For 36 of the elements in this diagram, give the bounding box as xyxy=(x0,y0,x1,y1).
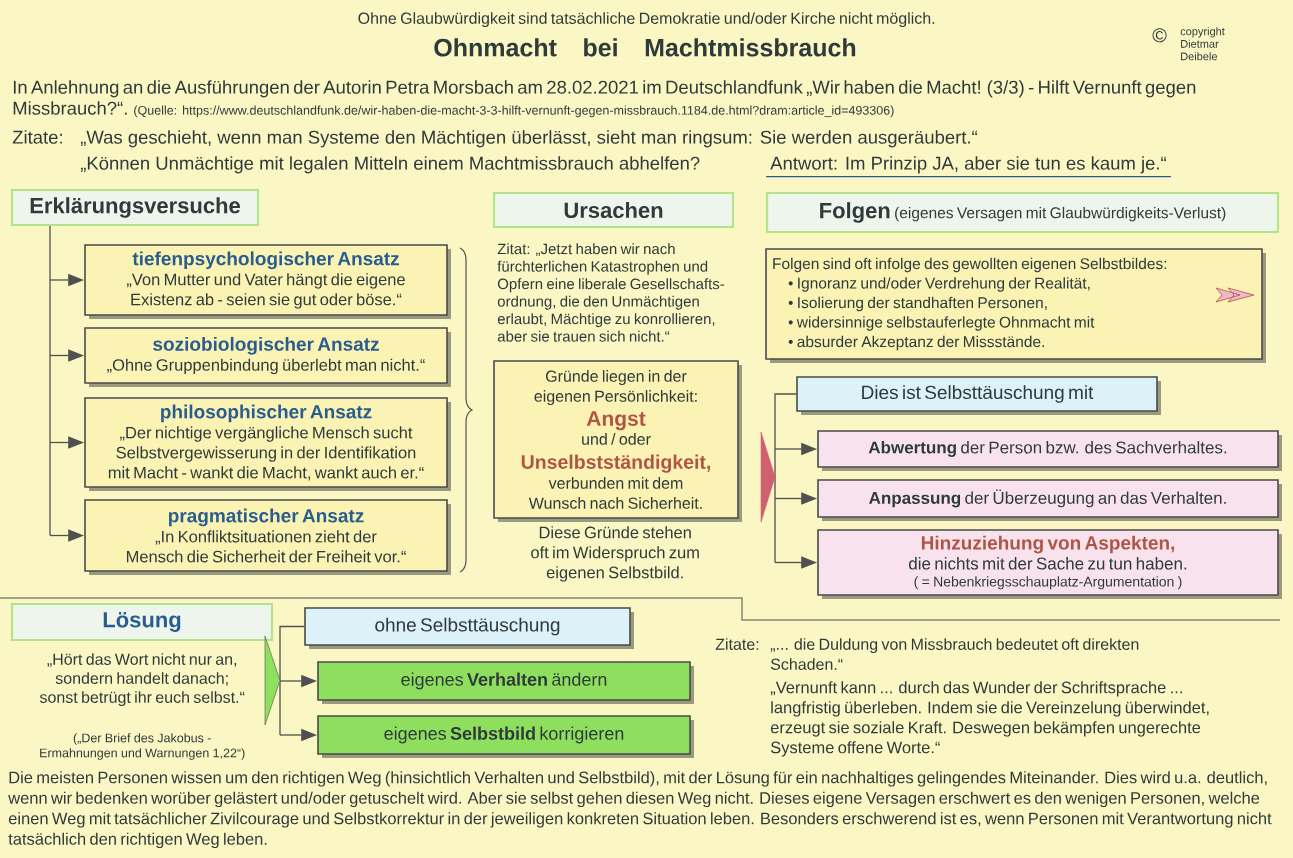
action-box: eigenes Selbstbild korrigieren xyxy=(317,715,694,758)
copyright-symbol: © xyxy=(1152,28,1167,43)
approach-box: pragmatischer Ansatz „In Konfliktsituationen zieht der Mensch die Sicherheit der Freiheit vor.“ xyxy=(84,499,451,575)
quote-label: Zitate: xyxy=(715,638,759,650)
action-box: eigenes Verhalten ändern xyxy=(317,661,694,704)
title: Ohnmacht bei Machtmissbrauch xyxy=(434,38,856,57)
note-text: Diese Gründe stehen oft im Widerspruch zum eigenen Selbstbild. xyxy=(531,526,699,582)
source-text: („Der Brief des Jakobus - Ermahnungen und Warnungen 1,22“) xyxy=(40,733,245,760)
point-box: Anpassung der Überzeugung an das Verhalten. xyxy=(817,479,1282,521)
intro-text: In Anlehnung an die Ausführungen der Autorin Petra Morsbach am 28.02.2021 im Deutschlandfunk „Wir haben die Macht! (3/3) - Hilft Vernunft gegen Missbrauch?“. (Quelle: https://www.deutschlandfunk.de/wir-haben-die-macht-3-3-hilft-vernunft-gegen-missbrauch.1184.de.html?dram:article_id=493306) xyxy=(13,80,1196,118)
statement-box: Dies ist Selbsttäuschung mit xyxy=(796,376,1161,415)
quote: „Was geschieht, wenn man Systeme den Mächtigen überlässt, sieht man ringsum: Sie werden ausgeräubert.“ xyxy=(80,130,978,148)
point-box: Abwertung der Person bzw. des Sachverhaltes. xyxy=(817,430,1282,471)
section-heading: Folgen (eigenes Versagen mit Glaubwürdigkeits-Verlust) xyxy=(765,191,1280,234)
branch-connector xyxy=(760,393,797,564)
quote: „Können Unmächtige mit legalen Mitteln einem Machtmissbrauch abhelfen? xyxy=(80,156,700,174)
quote-label: Zitate: xyxy=(12,130,62,144)
approach-box: philosophischer Ansatz „Der nichtige vergängliche Mensch sucht Selbstvergewisserung in der Identifikation mit Macht - wankt die Macht, wankt auch er.“ xyxy=(84,397,451,491)
approach-box: soziobiologischer Ansatz „Ohne Gruppenbindung überlebt man nicht.“ xyxy=(84,327,451,387)
branch-connector xyxy=(49,225,51,537)
approach-box: tiefenpsychologischer Ansatz „Von Mutter und Vater hängt die eigene Existenz ab - seien sie gut oder böse.“ xyxy=(84,244,451,319)
answer-text: Antwort: Im Prinzip JA, aber sie tun es kaum je.“ xyxy=(765,156,1172,178)
quote: Zitat: „Jetzt haben wir nach fürchterlichen Katastrophen und Opfern eine liberale Gesellschafts-ordnung, die den Unmächtigen erlaubt, Mächtige zu konrollieren, aber sie trauen sich nicht.“ xyxy=(497,243,725,342)
section-heading: Lösung xyxy=(10,602,274,642)
section-heading: Ursachen xyxy=(492,191,735,229)
reason-box: Gründe liegen in der eigenen Persönlichkeit: Angst und / oder Unselbstständigkeit, verbunden mit dem Wunsch nach Sicherheit. xyxy=(493,360,742,522)
point-box: Hinzuziehung von Aspekten, die nichts mit der Sache zu tun haben. ( = Nebenkriegsschauplatz-Argumentation ) xyxy=(817,529,1282,599)
branch-connector xyxy=(264,625,305,736)
summary-paragraph: Die meisten Personen wissen um den richtigen Weg (hinsichtlich Verhalten und Selbstbild), mit der Lösung für ein nachhaltiges gelingendes Miteinander. Dies wird u.a. deutlich, wenn wir bedenken worüber gelästert und/oder getuschelt wird. Aber sie selbst gehen diesen Weg nicht. Dieses eigene Versagen erschwert es den wenigen Personen, welche einen Weg mit tatsächlicher Zivilcourage und Selbstkorrektur in der jeweiligen konkreten Situation leben. Besonders erschwerend ist es, wenn Personen mit Verantwortung nicht tatsächlich den richtigen Weg leben. xyxy=(8,771,1272,849)
heading-line: Ohne Glaubwürdigkeit sind tatsächliche Demokratie und/oder Kirche nicht möglich. xyxy=(358,12,935,28)
section-heading: Erklärungsversuche xyxy=(10,188,260,227)
statement-box: ohne Selbsttäuschung xyxy=(304,607,634,649)
quote: „... die Duldung von Missbrauch bedeutet oft direkten Schaden.“ xyxy=(770,638,1139,670)
consequence-box: Folgen sind oft infolge des gewollten eigenen Selbstbildes: • Ignoranz und/oder Verdrehung der Realität, • Isolierung der standhaften Personen, • widersinnige selbstauferlegte Ohnmacht mit • absurder Akzeptanz der Missstände. xyxy=(765,248,1266,363)
quote: „Vernunft kann ... durch das Wunder der Schriftsprache ... langfristig überleben. Indem sie die Vereinzelung überwindet, erzeugt sie soziale Kraft. Deswegen bekämpfen ungerechte Systeme offene Worte.“ xyxy=(770,681,1209,757)
copyright-note: copyright Dietmar Deibele xyxy=(1180,27,1225,61)
